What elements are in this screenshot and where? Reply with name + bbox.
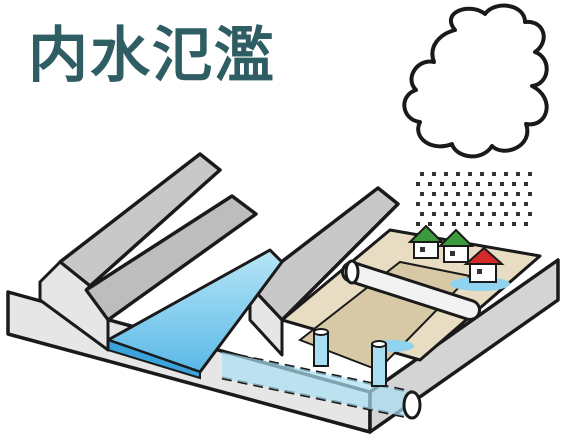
house-icon <box>437 228 475 263</box>
ground-right-face <box>368 258 560 434</box>
page-title: 内水氾濫 <box>28 21 276 91</box>
house-icon <box>463 246 505 283</box>
drain-pipe <box>344 264 478 318</box>
rain-icon <box>416 172 532 226</box>
inlet-pipe <box>371 340 387 387</box>
sewer-pipe <box>222 352 412 418</box>
cloud-icon <box>402 3 549 159</box>
house-icon <box>407 224 445 259</box>
inlet-pipe <box>313 328 329 367</box>
